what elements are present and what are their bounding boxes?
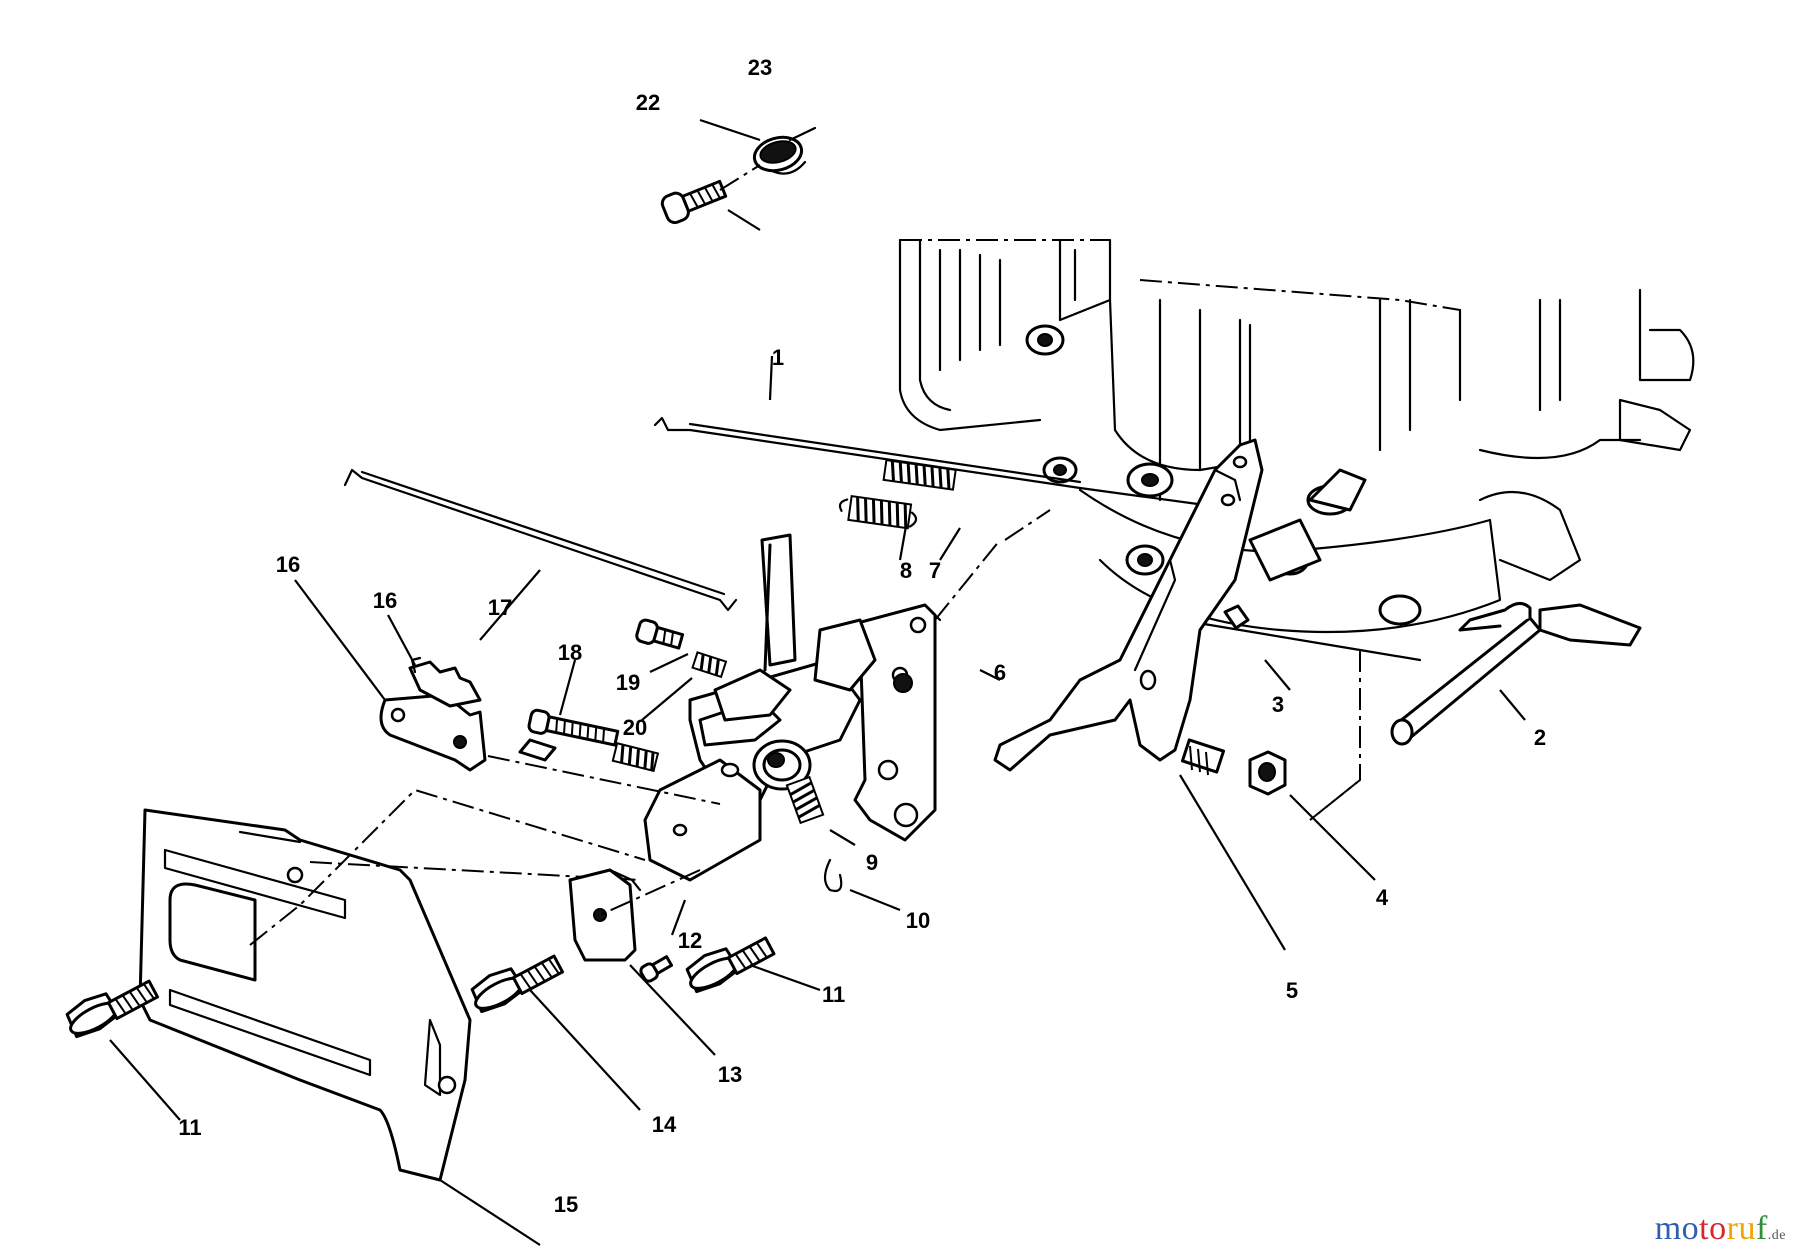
boss-2 bbox=[1042, 456, 1078, 484]
watermark-suffix: .de bbox=[1767, 1228, 1786, 1243]
leader-19 bbox=[558, 659, 577, 716]
leader-13 bbox=[629, 964, 716, 1056]
watermark-part-2: to bbox=[1699, 1210, 1727, 1247]
callout-7: 7 bbox=[929, 558, 941, 583]
center-line-22-23 bbox=[719, 164, 761, 191]
part-12-screw bbox=[639, 955, 674, 983]
leader-22 bbox=[727, 209, 761, 231]
callout-10: 10 bbox=[906, 908, 930, 933]
callout-12: 12 bbox=[678, 928, 702, 953]
part-17-clip bbox=[408, 656, 557, 762]
leader-21 bbox=[641, 677, 693, 721]
boss-1 bbox=[1025, 324, 1065, 356]
leader-15 bbox=[439, 1179, 541, 1246]
leader-10 bbox=[849, 888, 901, 912]
leader-14 bbox=[529, 989, 641, 1111]
part-13-clip bbox=[568, 868, 642, 962]
callout-11-right: 11 bbox=[822, 982, 845, 1007]
part-5-lever bbox=[993, 438, 1264, 776]
part-14-bolt bbox=[470, 954, 564, 1014]
part-20-screw bbox=[635, 618, 728, 679]
part-1-rod bbox=[653, 416, 1214, 507]
leader-16 bbox=[294, 579, 386, 701]
callout-14: 14 bbox=[652, 1112, 677, 1137]
callout-8: 8 bbox=[900, 558, 912, 583]
part-18-rod bbox=[343, 468, 738, 612]
callout-3: 3 bbox=[1272, 692, 1284, 717]
callout-17: 16 bbox=[373, 588, 397, 613]
callout-labels: 23 22 1 8 7 6 3 2 4 5 17 16 16 18 19 20 … bbox=[178, 55, 1546, 1217]
leader-9 bbox=[829, 829, 856, 846]
leader-23 bbox=[699, 118, 761, 142]
callout-22: 22 bbox=[636, 90, 660, 115]
part-11-bolt-left bbox=[65, 979, 159, 1039]
callout-20: 19 bbox=[616, 670, 640, 695]
part-21-spring bbox=[611, 742, 660, 773]
watermark-part-4: f bbox=[1755, 1210, 1768, 1247]
part-16-plate bbox=[379, 693, 487, 772]
callout-9: 9 bbox=[866, 850, 878, 875]
part-7-spring bbox=[882, 458, 957, 491]
callout-21: 20 bbox=[623, 715, 647, 740]
callout-1: 1 bbox=[772, 345, 784, 370]
callout-11-left: 11 bbox=[178, 1115, 201, 1140]
callout-23: 23 bbox=[748, 55, 772, 80]
leader-7 bbox=[939, 527, 961, 561]
boss-3 bbox=[1125, 544, 1165, 576]
leader-4 bbox=[1289, 794, 1376, 881]
boss-5 bbox=[1248, 518, 1322, 582]
callout-6: 6 bbox=[994, 660, 1006, 685]
watermark-part-1: mo bbox=[1654, 1210, 1700, 1247]
callout-15: 15 bbox=[554, 1192, 578, 1217]
control-assembly bbox=[643, 533, 877, 882]
part-8-spring bbox=[838, 494, 918, 530]
part-23-clamp bbox=[752, 126, 817, 175]
watermark-logo: motoruf.de bbox=[1655, 1210, 1786, 1248]
callout-19: 18 bbox=[558, 640, 582, 665]
center-line-boss bbox=[1004, 509, 1051, 541]
boss-8 bbox=[1126, 462, 1174, 498]
center-line-6 bbox=[934, 539, 1001, 621]
leader-8 bbox=[898, 525, 908, 561]
callout-4: 4 bbox=[1376, 885, 1389, 910]
leader-17 bbox=[387, 614, 416, 666]
part-19-screw bbox=[527, 708, 620, 747]
leader-3 bbox=[1264, 659, 1291, 691]
part-4-nut bbox=[1248, 750, 1287, 796]
leader-lines bbox=[109, 118, 1526, 1246]
leader-1 bbox=[768, 355, 774, 401]
leader-6 bbox=[979, 669, 1001, 681]
callout-13: 13 bbox=[718, 1062, 742, 1087]
leader-12 bbox=[670, 899, 687, 936]
part-10-clip bbox=[823, 858, 843, 893]
leader-20 bbox=[649, 653, 689, 673]
boss-7 bbox=[1378, 594, 1422, 626]
leader-2 bbox=[1499, 689, 1526, 721]
part-2-shaft bbox=[1390, 602, 1642, 746]
callout-16: 16 bbox=[276, 552, 300, 577]
callout-2: 2 bbox=[1534, 725, 1546, 750]
part-22-screw bbox=[660, 179, 728, 225]
part-15-cover bbox=[138, 808, 472, 1182]
leader-18 bbox=[479, 569, 541, 641]
callout-18: 17 bbox=[488, 595, 512, 620]
callout-5: 5 bbox=[1286, 978, 1298, 1003]
leader-11b bbox=[749, 963, 821, 992]
part-11-bolt-right bbox=[685, 936, 776, 994]
watermark-part-3: ru bbox=[1726, 1210, 1756, 1247]
leader-5 bbox=[1179, 774, 1286, 951]
center-line-13 bbox=[599, 869, 701, 916]
boss-6 bbox=[1306, 468, 1367, 516]
center-line-16 bbox=[487, 755, 721, 805]
leader-11a bbox=[109, 1039, 181, 1121]
part-3-clip bbox=[1223, 604, 1250, 630]
center-line-15 bbox=[249, 788, 646, 946]
center-line-shaft bbox=[1309, 779, 1361, 821]
